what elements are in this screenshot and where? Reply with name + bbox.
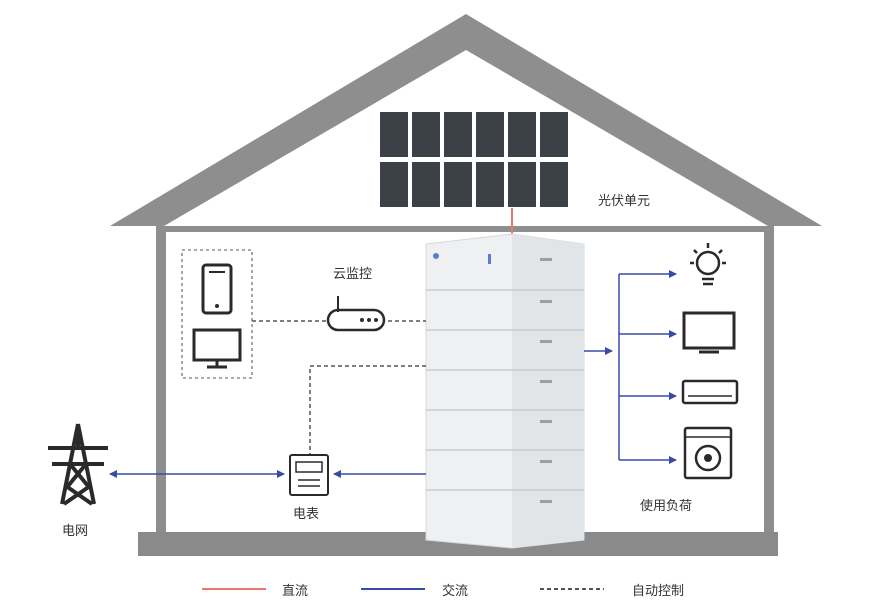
cloud-monitor-label: 云监控 bbox=[333, 267, 373, 282]
phone-icon bbox=[201, 263, 233, 315]
monitor-icon bbox=[192, 328, 242, 369]
washing-machine-icon bbox=[683, 426, 733, 480]
meter-icon bbox=[289, 454, 329, 496]
device-group-box bbox=[181, 249, 253, 379]
grid-label: 电网 bbox=[62, 524, 89, 539]
power-tower-icon bbox=[48, 423, 108, 506]
control-lines bbox=[252, 320, 426, 455]
router-icon bbox=[326, 296, 386, 332]
legend-control-label: 自动控制 bbox=[632, 584, 685, 599]
meter-label: 电表 bbox=[293, 507, 320, 522]
loads-label: 使用负荷 bbox=[640, 499, 693, 514]
legend-dc-label: 直流 bbox=[282, 584, 309, 599]
battery-stack-icon bbox=[425, 233, 585, 549]
house-outline bbox=[110, 14, 822, 556]
ac-lines bbox=[109, 270, 677, 478]
solar-panel-icon bbox=[380, 112, 568, 207]
air-conditioner-icon bbox=[681, 379, 739, 405]
pv-unit-label: 光伏单元 bbox=[598, 194, 651, 209]
bulb-icon bbox=[690, 243, 726, 286]
legend-ac-label: 交流 bbox=[442, 584, 469, 599]
tv-icon bbox=[682, 311, 736, 354]
